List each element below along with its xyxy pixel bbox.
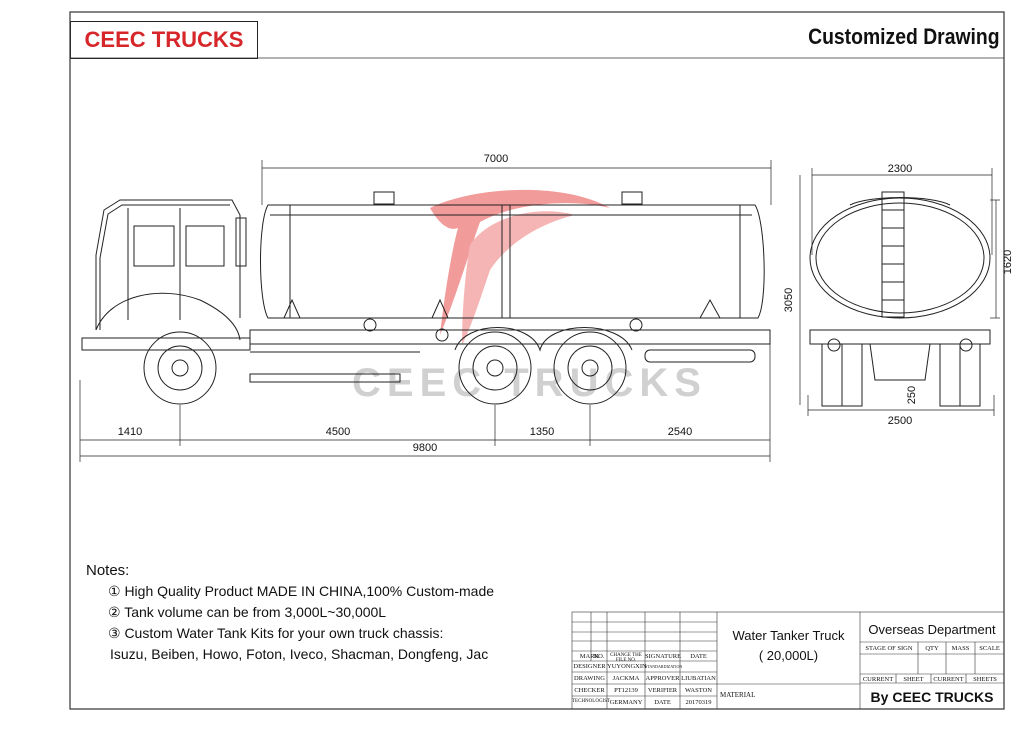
valve-2 [435, 328, 449, 342]
tb-checker-name: PT12139 [614, 687, 638, 694]
tb-standardization: STANDARDIZATION [645, 664, 683, 669]
note-item-4: Isuzu, Beiben, Howo, Foton, Iveco, Shacm… [110, 646, 489, 662]
chassis-frame [249, 329, 771, 345]
rear-dimension-lines [807, 168, 1000, 416]
note-item-2: ② Tank volume can be from 3,000L~30,000L [108, 604, 387, 620]
cab-outline [95, 199, 241, 330]
tb-capacity: ( 20,000L) [758, 648, 819, 663]
tb-checker-label: CHECKER [574, 687, 605, 694]
tb-date-label: DATE [654, 699, 671, 706]
dim-tank-width: 2300 [888, 163, 912, 175]
tb-technologist-name: GERMANY [609, 699, 643, 706]
note-item-1: ① High Quality Product MADE IN CHINA,100… [108, 583, 495, 599]
valve-3 [629, 318, 643, 332]
tb-qty: QTY [925, 645, 939, 652]
rear-wheel-1 [458, 331, 532, 405]
tb-mass: MASS [951, 645, 970, 652]
notes-heading: Notes: [86, 562, 130, 579]
front-wheel [143, 331, 217, 405]
front-bumper [81, 337, 251, 351]
outer-border [69, 11, 1005, 710]
cab-window-2 [185, 225, 225, 267]
tb-verifier-label: VERIFIER [647, 687, 678, 694]
tb-designer-name: YUYONGXIN [607, 663, 647, 670]
title-block-grid [571, 611, 1005, 710]
side-step [249, 373, 401, 383]
drawing-title: Customized Drawing [808, 24, 1000, 49]
manhole-2 [621, 191, 643, 205]
dim-rear-overhang: 2540 [668, 426, 692, 438]
tb-verifier-name: WASTON [685, 687, 712, 694]
mirror [235, 217, 247, 267]
dim-axle-spacing: 1350 [530, 426, 554, 438]
side-dimension-lines [79, 160, 801, 462]
rear-ladder [881, 191, 905, 318]
tb-header-change: CHANGE THE FILE NO. [610, 653, 642, 663]
tb-material-label: MATERIAL [720, 691, 756, 699]
dim-body-width: 2500 [888, 415, 912, 427]
tb-date-value: 20170319 [685, 699, 712, 706]
tb-designer-label: DESIGNER [573, 663, 606, 670]
dim-front-overhang: 1410 [118, 426, 142, 438]
rear-wheel-2 [553, 331, 627, 405]
dim-height: 3050 [783, 288, 795, 312]
tb-drawing-name: JACKMA [612, 675, 640, 682]
note-item-3: ③ Custom Water Tank Kits for your own tr… [108, 625, 444, 641]
company-logo: CEEC TRUCKS [84, 27, 244, 52]
rear-frame [809, 329, 991, 345]
tb-header-no: NO. [593, 653, 605, 660]
tank-body [260, 204, 765, 319]
valve-1 [363, 318, 377, 332]
front-fender [95, 292, 241, 341]
side-view [81, 191, 771, 405]
watermark-swoosh [430, 189, 610, 345]
tb-technologist-label: TECHNOLOGIST [572, 699, 611, 704]
tb-company: By CEEC TRUCKS [870, 689, 994, 705]
logo-box: CEEC TRUCKS [70, 21, 258, 59]
tb-scale: SCALE [979, 645, 1000, 652]
tb-department: Overseas Department [868, 622, 996, 637]
tb-sheet: SHEET [903, 676, 924, 683]
tb-header-date: DATE [690, 653, 707, 660]
tb-header-signature: SIGNATURE [645, 653, 682, 660]
tb-current-1: CURRENT [862, 676, 894, 683]
tb-approver-name: LIUBATIAN [681, 675, 716, 682]
tb-stage-of-sign: STAGE OF SIGN [865, 645, 913, 652]
rear-axle [869, 343, 931, 381]
tb-header-mark: MARK [579, 653, 600, 660]
tb-drawing-label: DRAWING [574, 675, 605, 682]
watermark-text: CEEC TRUCKS [352, 361, 707, 405]
tb-sheets: SHEETS [973, 676, 997, 683]
dim-wheelbase: 4500 [326, 426, 350, 438]
tb-product-name: Water Tanker Truck [732, 628, 845, 643]
side-box [644, 349, 756, 363]
rear-view [809, 191, 991, 407]
dim-total-length: 9800 [413, 442, 437, 454]
manhole-1 [373, 191, 395, 205]
dim-tank-length: 7000 [484, 153, 508, 165]
dim-tank-height: 1620 [1002, 250, 1014, 274]
tb-current-2: CURRENT [933, 676, 964, 683]
tb-approver-label: APPROVER [645, 675, 680, 682]
dim-ground-clearance: 250 [906, 386, 918, 404]
notes-section: Notes: ① High Quality Product MADE IN CH… [86, 560, 494, 665]
cab-window-1 [133, 225, 175, 267]
